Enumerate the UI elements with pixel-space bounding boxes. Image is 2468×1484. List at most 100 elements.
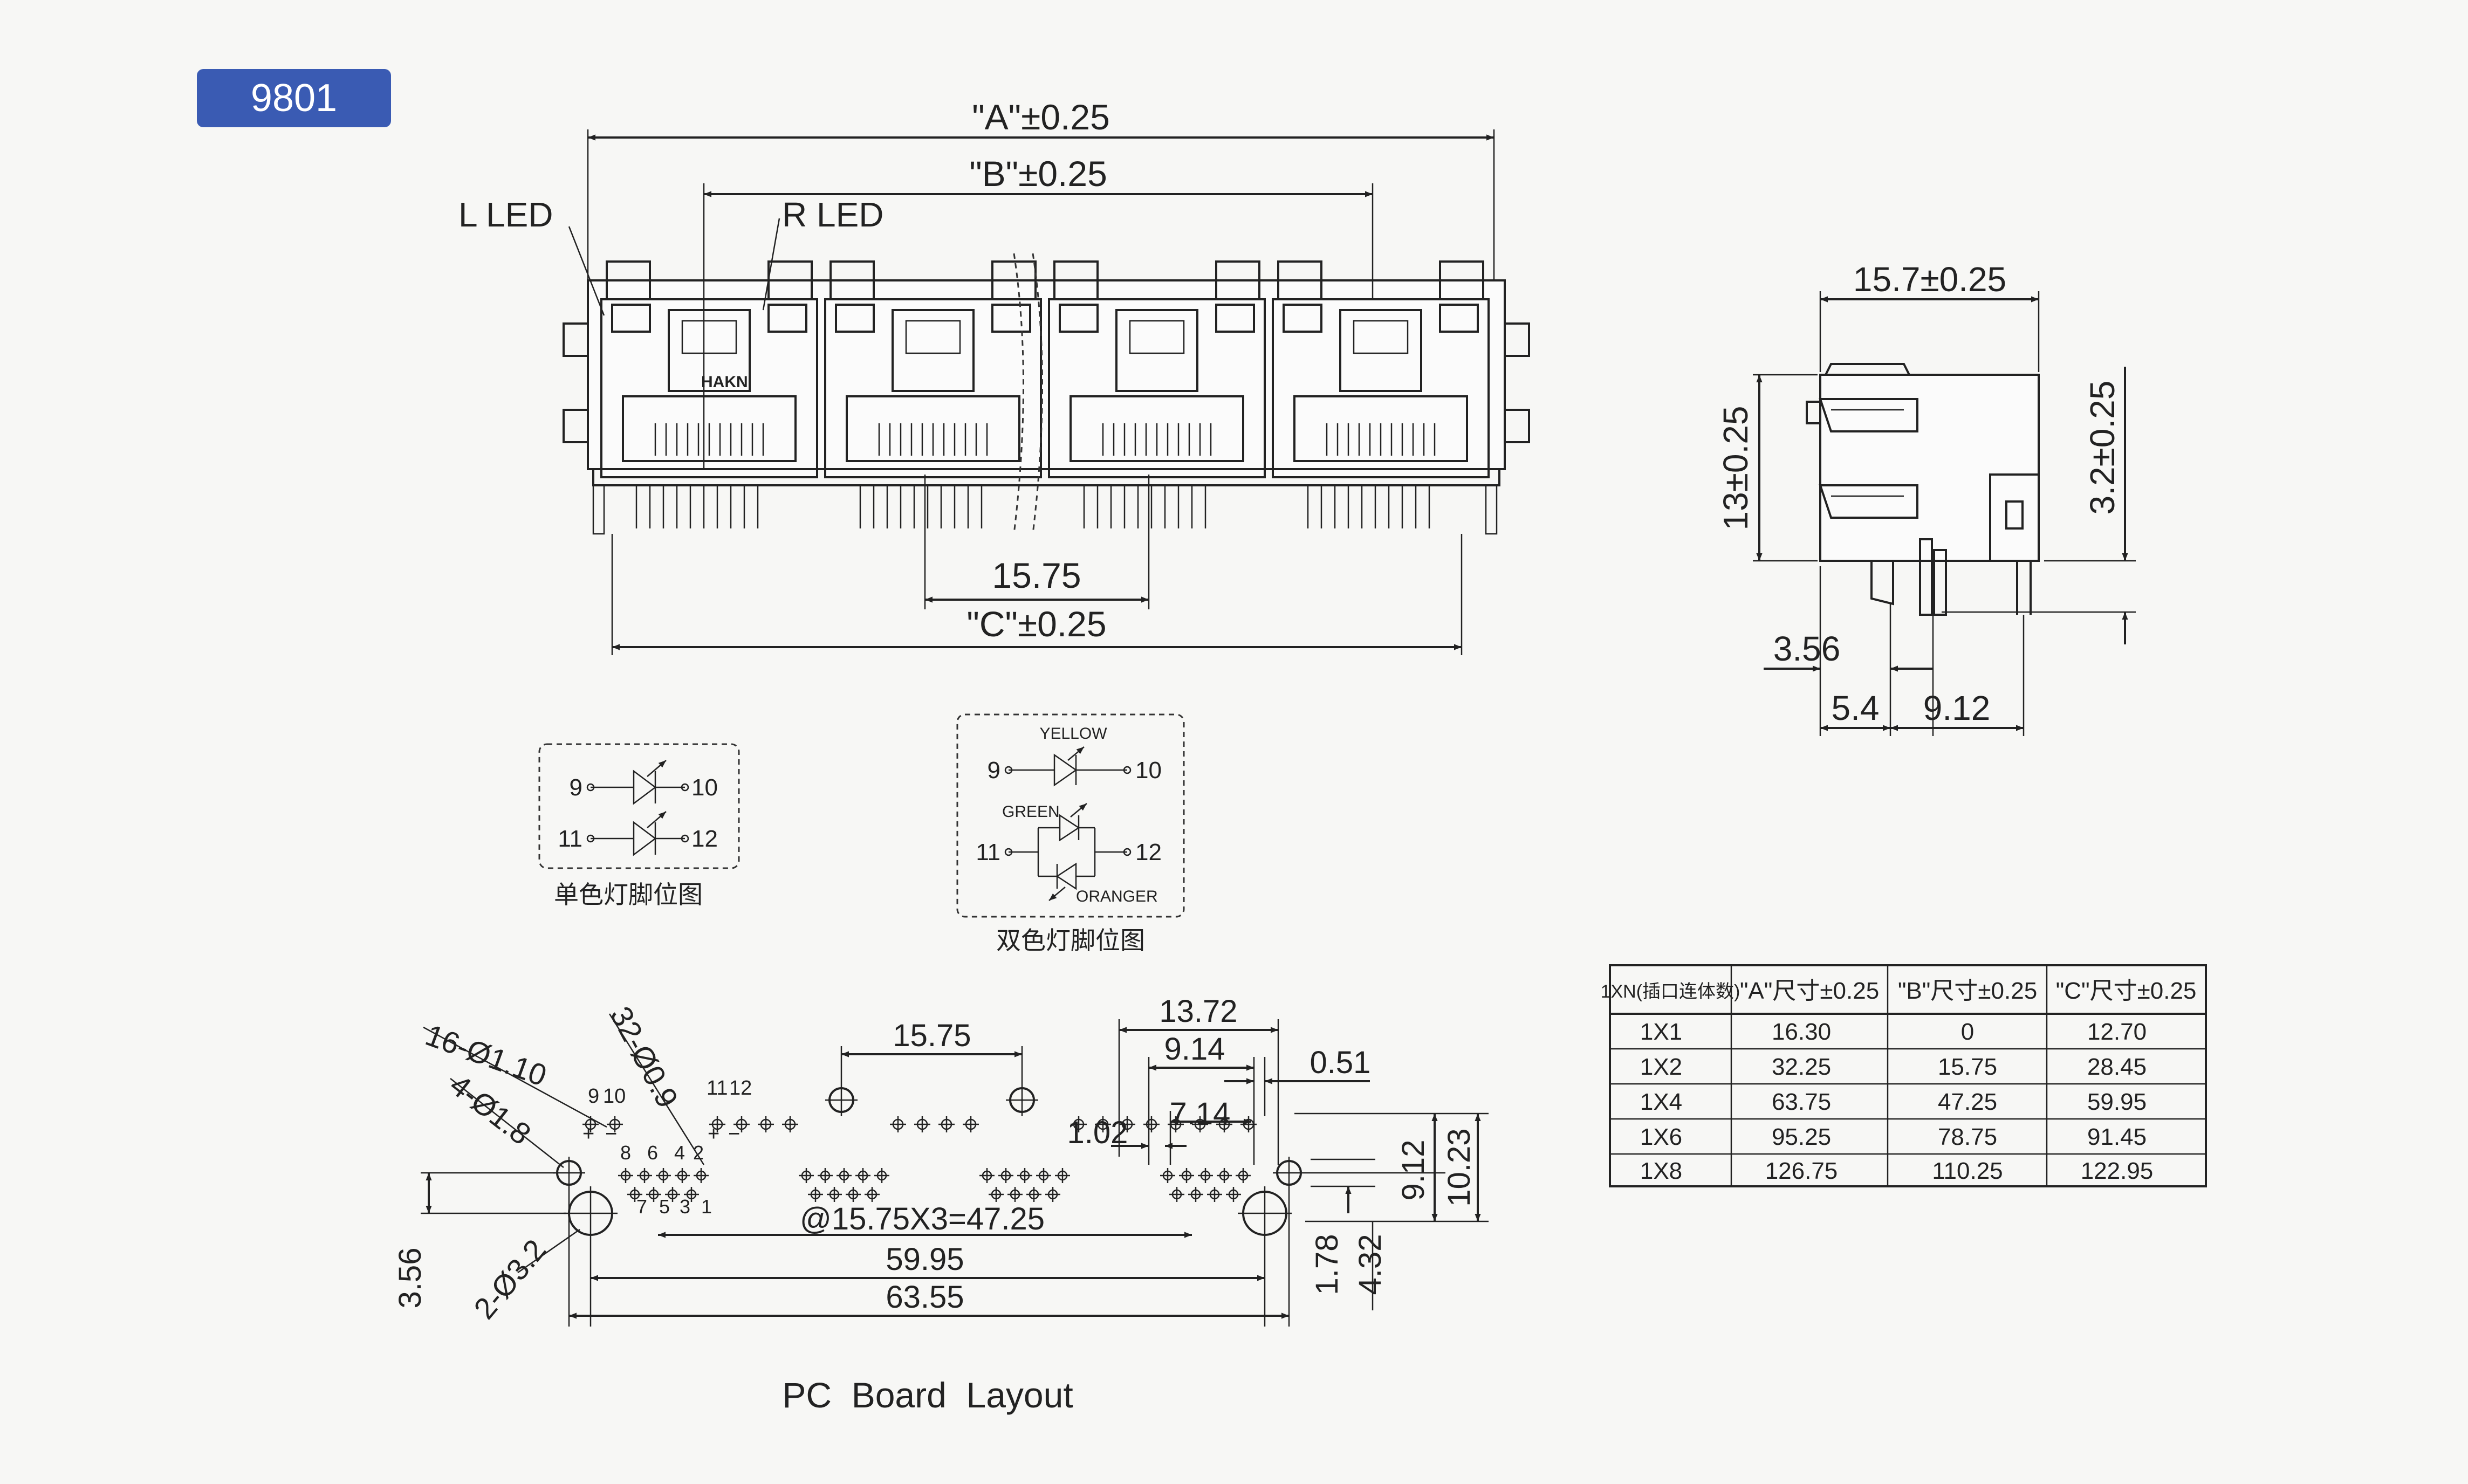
- pcb-layout: 16-Ø1.10 4-Ø1.8 32-Ø0.9 2-Ø3.2 9 10 + − …: [393, 994, 1489, 1415]
- pcb-hole-cross: [979, 1168, 995, 1183]
- led-dual-orange: ORANGER: [1076, 888, 1158, 905]
- pcb-hole-cross: [646, 1187, 661, 1202]
- pcb-hole-cross: [938, 1116, 955, 1132]
- pcb-dim-1372: 13.72: [1159, 994, 1237, 1029]
- pcb-dim-914: 9.14: [1164, 1032, 1225, 1067]
- table-cell: 32.25: [1772, 1054, 1831, 1080]
- pcb-dim-102: 1.02: [1067, 1115, 1128, 1150]
- pin-minus-b: −: [728, 1123, 740, 1145]
- pin-10: 10: [603, 1085, 626, 1108]
- side-d2-label: 5.4: [1832, 689, 1880, 727]
- pcb-dim-432: 4.32: [1353, 1234, 1388, 1295]
- table-cell: 59.95: [2087, 1089, 2147, 1115]
- r-led-label: R LED: [782, 195, 884, 234]
- table-row: 1X6 95.25 78.75 91.45: [1640, 1124, 2147, 1150]
- dimension-pitch: 15.75: [924, 475, 1150, 609]
- led-dual-p12: 12: [1135, 839, 1162, 865]
- pcb-holes: [582, 1116, 1257, 1202]
- dimension-a: "A"±0.25: [587, 97, 1495, 280]
- pcb-hole-cross: [865, 1187, 880, 1202]
- led-leaders: [568, 218, 780, 316]
- table-cell: 95.25: [1772, 1124, 1831, 1150]
- pcb-hole-cross: [1179, 1168, 1194, 1183]
- table-cell: 47.25: [1938, 1089, 1997, 1115]
- hole-a-label: 16-Ø1.10: [421, 1018, 551, 1093]
- dimension-pitch-label: 15.75: [992, 555, 1081, 595]
- pcb-dim-178: 1.78: [1310, 1234, 1345, 1295]
- table-cell: 0: [1961, 1019, 1974, 1045]
- table-row: 1X2 32.25 15.75 28.45: [1640, 1054, 2147, 1080]
- pcb-hole-cross: [665, 1187, 680, 1202]
- table-cell: 110.25: [1932, 1158, 2003, 1184]
- pcb-hole-cross: [1160, 1168, 1175, 1183]
- pcb-hole-cross: [1055, 1168, 1070, 1183]
- side-depth-label: 15.7±0.25: [1853, 260, 2006, 299]
- pcb-hole-cross: [989, 1187, 1004, 1202]
- pcb-dim-051: 0.51: [1310, 1045, 1371, 1080]
- connector-body: [563, 260, 1530, 486]
- pcb-hole-cross: [618, 1168, 633, 1183]
- model-badge-label: 9801: [251, 77, 337, 120]
- table-cell: 28.45: [2087, 1054, 2147, 1080]
- side-dimensions-bottom: 3.56 5.4 9.12: [1764, 566, 2025, 736]
- side-pin-label: 3.2±0.25: [2083, 381, 2122, 515]
- pcb-hole-cross: [1095, 1116, 1111, 1132]
- pcb-hole-cross: [1143, 1116, 1160, 1132]
- model-badge: 9801: [197, 69, 391, 127]
- pcb-hole-cross: [846, 1187, 861, 1202]
- led-single-diagram: 9 10 11 12 单色灯脚位图: [538, 743, 740, 909]
- pin-2: 2: [693, 1142, 704, 1164]
- table-cell: 1X6: [1640, 1124, 1682, 1150]
- led-dual-diagram: YELLOW GREEN ORANGER 9 10 1: [956, 713, 1185, 954]
- size-table: 1XN(插口连体数) "A"尺寸±0.25 "B"尺寸±0.25 "C"尺寸±0…: [1601, 964, 2207, 1187]
- side-pins: [1870, 538, 2032, 616]
- table-cell: 12.70: [2087, 1019, 2147, 1045]
- pin-11: 11: [707, 1077, 728, 1100]
- pcb-dim-1575: 15.75: [893, 1018, 971, 1053]
- pcb-hole-cross: [684, 1187, 699, 1202]
- table-header-n: 1XN(插口连体数): [1601, 981, 1740, 1002]
- pcb-hole-cross: [1036, 1168, 1051, 1183]
- led-dual-p10: 10: [1135, 757, 1162, 784]
- pcb-dim-714: 7.14: [1170, 1096, 1231, 1131]
- pcb-hole-cross: [1198, 1168, 1213, 1183]
- pin-12: 12: [729, 1077, 752, 1100]
- pcb-hole-cross: [627, 1187, 642, 1202]
- table-header-c: "C"尺寸±0.25: [2056, 978, 2197, 1004]
- led-single-p9: 9: [570, 774, 582, 801]
- pin-7: 7: [636, 1196, 647, 1218]
- pcb-hole-cross: [1188, 1187, 1203, 1202]
- pcb-hole-cross: [607, 1116, 623, 1132]
- pcb-hole-cross: [1017, 1168, 1032, 1183]
- side-dimension-pin: 3.2±0.25: [1942, 367, 2136, 644]
- pin-3: 3: [680, 1196, 690, 1218]
- table-cell: 1X2: [1640, 1054, 1682, 1080]
- table-cell: 1X1: [1640, 1019, 1682, 1045]
- table-row: 1X1 16.30 0 12.70: [1640, 1019, 2147, 1045]
- table-cell: 91.45: [2087, 1124, 2147, 1150]
- pin-minus-a: −: [605, 1123, 617, 1145]
- pcb-hole-cross: [709, 1116, 725, 1132]
- pin-5: 5: [659, 1196, 670, 1218]
- pcb-hole-cross: [1226, 1187, 1241, 1202]
- pcb-hole-cross: [1236, 1168, 1251, 1183]
- led-dual-green: GREEN: [1002, 803, 1060, 821]
- pcb-hole-cross: [1007, 1187, 1023, 1202]
- pcb-hole-cross: [799, 1168, 814, 1183]
- pcb-hole-cross: [890, 1116, 906, 1132]
- table-cell: 126.75: [1765, 1158, 1838, 1184]
- table-row: 1X4 63.75 47.25 59.95: [1640, 1089, 2147, 1115]
- pcb-dim-pitch: @15.75X3=47.25: [800, 1201, 1045, 1236]
- table-row: 1X8 126.75 110.25 122.95: [1640, 1158, 2153, 1184]
- pin-6: 6: [647, 1142, 658, 1164]
- connector-pins: [592, 484, 1498, 535]
- led-dual-yellow: YELLOW: [1039, 725, 1107, 743]
- pcb-hole-cross: [808, 1187, 823, 1202]
- dimension-c: "C"±0.25: [611, 534, 1463, 655]
- front-view: L LED R LED HAKN "A"±0.25 "B"±0.25 15.75…: [458, 97, 1530, 655]
- pcb-hole-cross: [782, 1116, 798, 1132]
- pcb-hole-cross: [963, 1116, 979, 1132]
- pcb-hole-cross: [1071, 1116, 1087, 1132]
- pin-4: 4: [674, 1142, 685, 1164]
